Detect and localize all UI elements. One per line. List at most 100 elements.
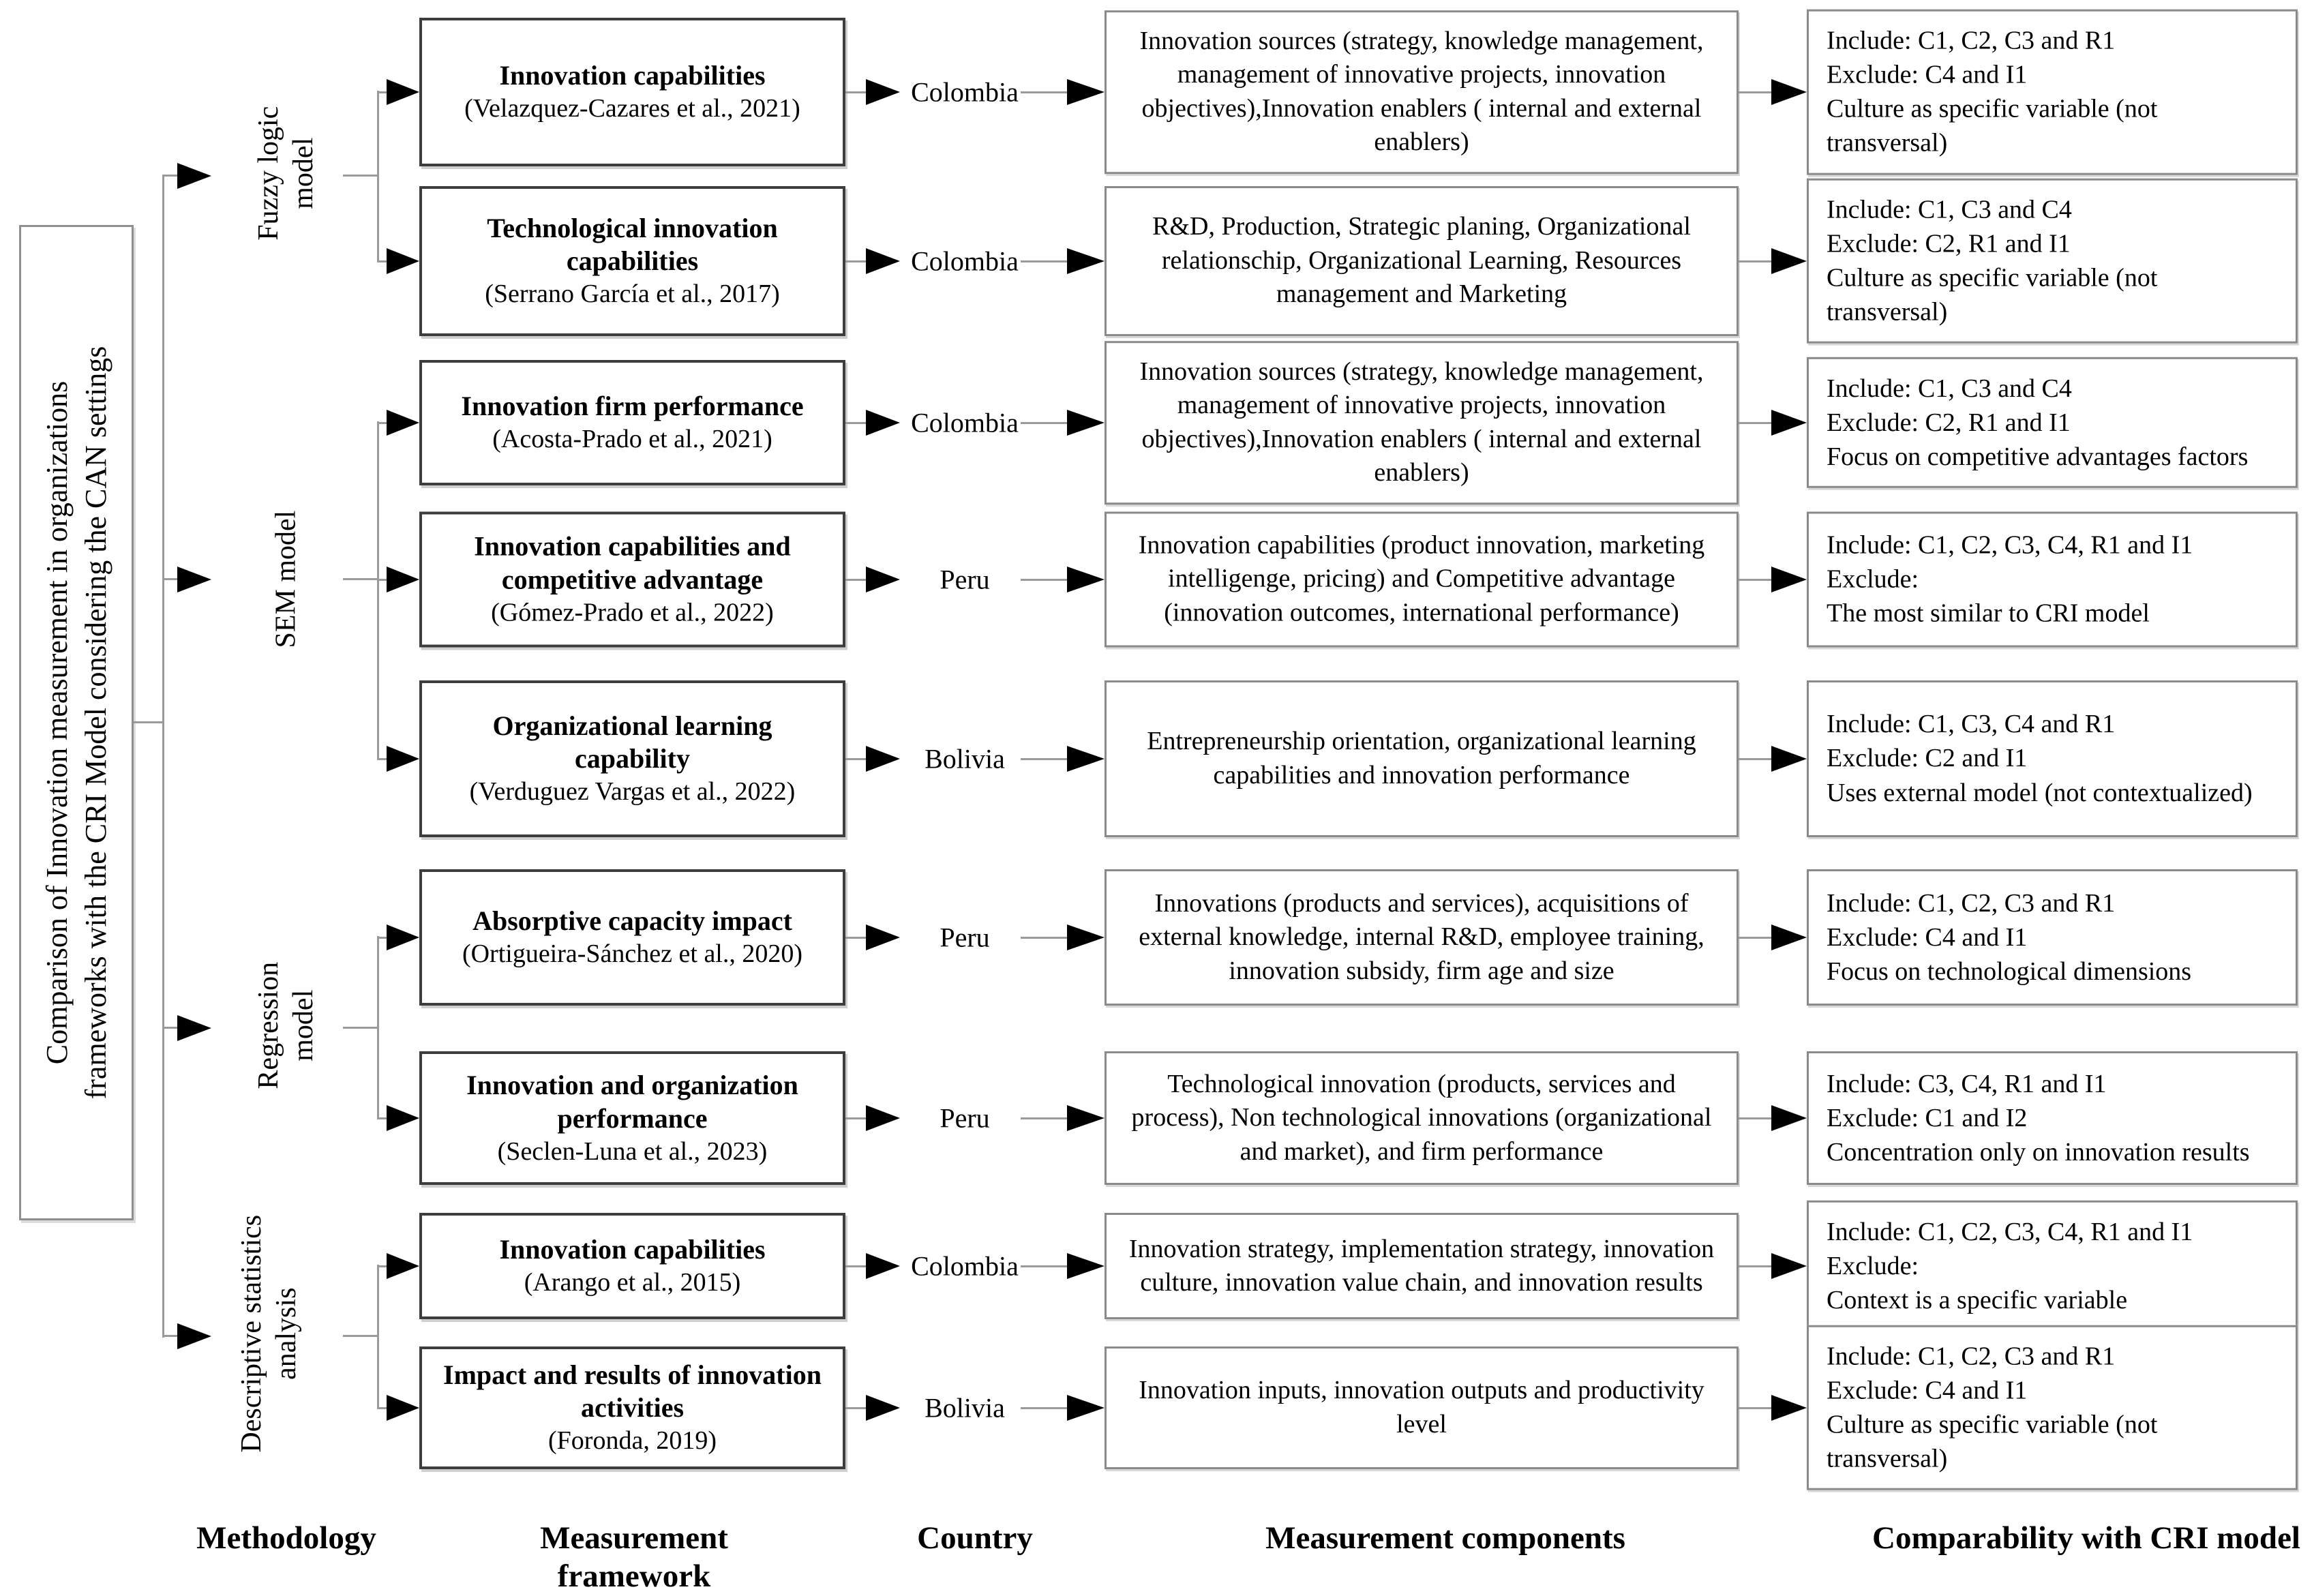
diagram-title-box: Comparison of Innovation measurement in …: [19, 225, 134, 1220]
diagram-row: Innovation firm performance (Acosta-Prad…: [0, 341, 2314, 505]
connector-line: [1021, 937, 1068, 939]
country-label: Colombia: [911, 76, 1019, 108]
framework-box: Innovation capabilities (Arango et al., …: [419, 1213, 845, 1319]
comparability-line: Uses external model (not contextualized): [1827, 778, 2253, 807]
connector-line: [377, 422, 389, 424]
diagram-row: Innovation capabilities (Velazquez-Cazar…: [0, 9, 2314, 175]
comparability-box: Include: C1, C2, C3, C4, R1 and I1 Exclu…: [1807, 511, 2298, 647]
connector-line: [377, 260, 389, 262]
arrow-triangle: [866, 566, 900, 592]
connector-line: [845, 422, 867, 424]
comparability-box: Include: C3, C4, R1 and I1 Exclude: C1 a…: [1807, 1051, 2298, 1185]
arrow-triangle: [387, 79, 419, 105]
arrow-triangle: [866, 1105, 900, 1131]
diagram-row: Innovation and organization performance …: [0, 1051, 2314, 1185]
column-header-measurement-components: Measurement components: [1265, 1520, 1625, 1556]
comparability-box: Include: C1, C3, C4 and R1 Exclude: C2 a…: [1807, 680, 2298, 837]
connector-line: [162, 1027, 179, 1029]
framework-citation: (Arango et al., 2015): [524, 1268, 741, 1297]
framework-citation: (Acosta-Prado et al., 2021): [492, 425, 772, 454]
connector-line: [1739, 1265, 1773, 1267]
connector-line: [162, 175, 179, 177]
connector-line: [1739, 937, 1773, 939]
comparability-line: Exclude: C4 and I1: [1827, 60, 2028, 89]
comparability-line: Include: C1, C2, C3, C4, R1 and I1: [1827, 1217, 2193, 1246]
connector-line: [845, 1265, 867, 1267]
comparability-line: Focus on technological dimensions: [1827, 957, 2192, 987]
connector-line: [377, 1406, 389, 1409]
connector-line: [845, 937, 867, 939]
framework-title: Impact and results of innovation activit…: [443, 1359, 822, 1424]
comparability-line: Include: C1, C3 and C4: [1827, 195, 2072, 224]
components-box: Innovation inputs, innovation outputs an…: [1105, 1346, 1739, 1469]
framework-box: Innovation and organization performance …: [419, 1051, 845, 1185]
comparability-line: Focus on competitive advantages factors: [1827, 442, 2249, 472]
framework-citation: (Ortigueira-Sánchez et al., 2020): [462, 939, 803, 969]
comparability-line: Include: C1, C2, C3, C4, R1 and I1: [1827, 530, 2193, 560]
comparability-line: Include: C3, C4, R1 and I1: [1827, 1069, 2107, 1098]
arrow-triangle: [387, 1105, 419, 1131]
connector-line: [1739, 1406, 1773, 1409]
connector-line: [1739, 260, 1773, 262]
column-header-methodology: Methodology: [196, 1520, 376, 1556]
arrow-triangle: [1067, 410, 1105, 436]
framework-title: Innovation capabilities: [499, 60, 766, 91]
country-label: Peru: [940, 922, 990, 953]
bracket-line: [377, 91, 379, 262]
column-header-country: Country: [917, 1520, 1033, 1556]
comparability-box: Include: C1, C2, C3 and R1 Exclude: C4 a…: [1807, 9, 2298, 175]
comparability-line: Culture as specific variable (not transv…: [1827, 263, 2158, 327]
framework-box: Innovation capabilities (Velazquez-Cazar…: [419, 18, 845, 166]
comparability-line: The most similar to CRI model: [1827, 599, 2150, 628]
components-box: Innovation strategy, implementation stra…: [1105, 1213, 1739, 1319]
comparability-line: Context is a specific variable: [1827, 1286, 2128, 1315]
arrow-triangle: [1067, 1394, 1105, 1421]
connector-line: [1021, 1265, 1068, 1267]
comparability-box: Include: C1, C3 and C4 Exclude: C2, R1 a…: [1807, 357, 2298, 489]
arrow-triangle: [387, 1253, 419, 1279]
framework-citation: (Serrano García et al., 2017): [485, 280, 780, 309]
comparability-line: Exclude:: [1827, 1251, 1919, 1280]
connector-line: [845, 757, 867, 760]
framework-citation: (Foronda, 2019): [548, 1426, 717, 1456]
arrow-triangle: [1771, 566, 1807, 592]
country-label: Bolivia: [925, 1392, 1005, 1423]
connector-line: [343, 175, 378, 177]
arrow-triangle: [1771, 924, 1807, 950]
comparability-box: Include: C1, C2, C3 and R1 Exclude: C4 a…: [1807, 1325, 2298, 1490]
connector-line: [377, 91, 389, 93]
framework-citation: (Velazquez-Cazares et al., 2021): [464, 94, 800, 123]
components-box: Innovations (products and services), acq…: [1105, 869, 1739, 1006]
arrow-triangle: [1067, 1105, 1105, 1131]
framework-box: Innovation firm performance (Acosta-Prad…: [419, 360, 845, 485]
connector-line: [162, 578, 179, 580]
connector-line: [134, 721, 164, 723]
arrow-triangle: [1067, 745, 1105, 772]
diagram-row: Absorptive capacity impact (Ortigueira-S…: [0, 869, 2314, 1006]
connector-line: [1739, 757, 1773, 760]
arrow-triangle: [1067, 247, 1105, 274]
diagram-row: Impact and results of innovation activit…: [0, 1325, 2314, 1490]
connector-line: [845, 1406, 867, 1409]
framework-title: Innovation capabilities: [499, 1234, 766, 1265]
comparability-line: Exclude:: [1827, 564, 1919, 594]
diagram-row: Technological innovation capabilities (S…: [0, 178, 2314, 344]
arrow-triangle: [177, 567, 211, 592]
comparability-line: Exclude: C2 and I1: [1827, 744, 2028, 773]
framework-box: Impact and results of innovation activit…: [419, 1346, 845, 1469]
arrow-triangle: [177, 1323, 211, 1349]
country-label: Peru: [940, 564, 990, 594]
trunk-line: [162, 175, 164, 1338]
bracket-line: [377, 936, 379, 1119]
comparability-line: Include: C1, C2, C3 and R1: [1827, 26, 2116, 55]
arrow-triangle: [866, 924, 900, 950]
arrow-triangle: [1771, 1253, 1807, 1279]
connector-line: [845, 260, 867, 262]
components-box: Innovation sources (strategy, knowledge …: [1105, 10, 1739, 174]
comparability-line: Exclude: C2, R1 and I1: [1827, 229, 2071, 258]
framework-box: Absorptive capacity impact (Ortigueira-S…: [419, 869, 845, 1006]
connector-line: [1021, 578, 1068, 581]
comparability-line: Include: C1, C2, C3 and R1: [1827, 1342, 2116, 1371]
framework-citation: (Verduguez Vargas et al., 2022): [469, 777, 796, 807]
arrow-triangle: [1067, 566, 1105, 592]
